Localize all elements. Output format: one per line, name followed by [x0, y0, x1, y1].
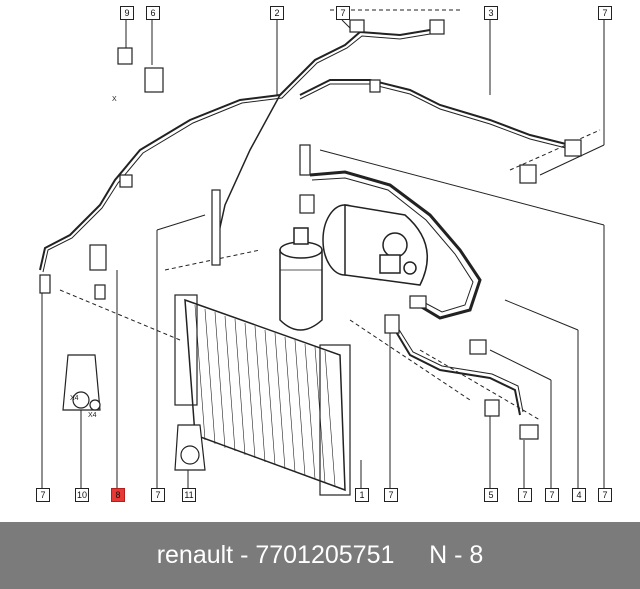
- callout-7: 7: [545, 488, 559, 502]
- pipe-5: [394, 329, 521, 416]
- callout-11: 11: [182, 488, 196, 502]
- callout-9: 9: [120, 6, 134, 20]
- compressor: [322, 204, 428, 286]
- callout-8-highlighted: 8: [111, 488, 125, 502]
- callout-7: 7: [36, 488, 50, 502]
- bracket-6: [144, 67, 164, 93]
- callout-2: 2: [270, 6, 284, 20]
- bolt-7: [211, 189, 221, 266]
- nut-9: [117, 47, 133, 65]
- callout-1: 1: [355, 488, 369, 502]
- callout-3: 3: [484, 6, 498, 20]
- callout-6: 6: [146, 6, 160, 20]
- callout-7: 7: [384, 488, 398, 502]
- qty-mark-x4: X4: [88, 412, 97, 419]
- callout-5: 5: [484, 488, 498, 502]
- pipe-3: [299, 79, 571, 146]
- valve-kit-11: [174, 424, 206, 471]
- callout-7: 7: [336, 6, 350, 20]
- callout-7: 7: [598, 488, 612, 502]
- oring-kit-10: [62, 354, 101, 411]
- condenser-1: [174, 294, 351, 496]
- callout-7: 7: [518, 488, 532, 502]
- pipe-2: [39, 29, 431, 271]
- qty-mark-x4: X4: [70, 395, 79, 402]
- callout-7: 7: [151, 488, 165, 502]
- receiver-dryer: [279, 227, 323, 331]
- part-number-caption: renault - 7701205751 N - 8: [156, 541, 484, 569]
- callout-7: 7: [598, 6, 612, 20]
- dimension-mark-x: X: [112, 96, 117, 103]
- hose-4: [309, 170, 482, 320]
- footer-bar: renault - 7701205751 N - 8: [0, 522, 640, 589]
- ac-system-exploded-diagram: [39, 9, 605, 496]
- callout-4: 4: [572, 488, 586, 502]
- callout-10: 10: [75, 488, 89, 502]
